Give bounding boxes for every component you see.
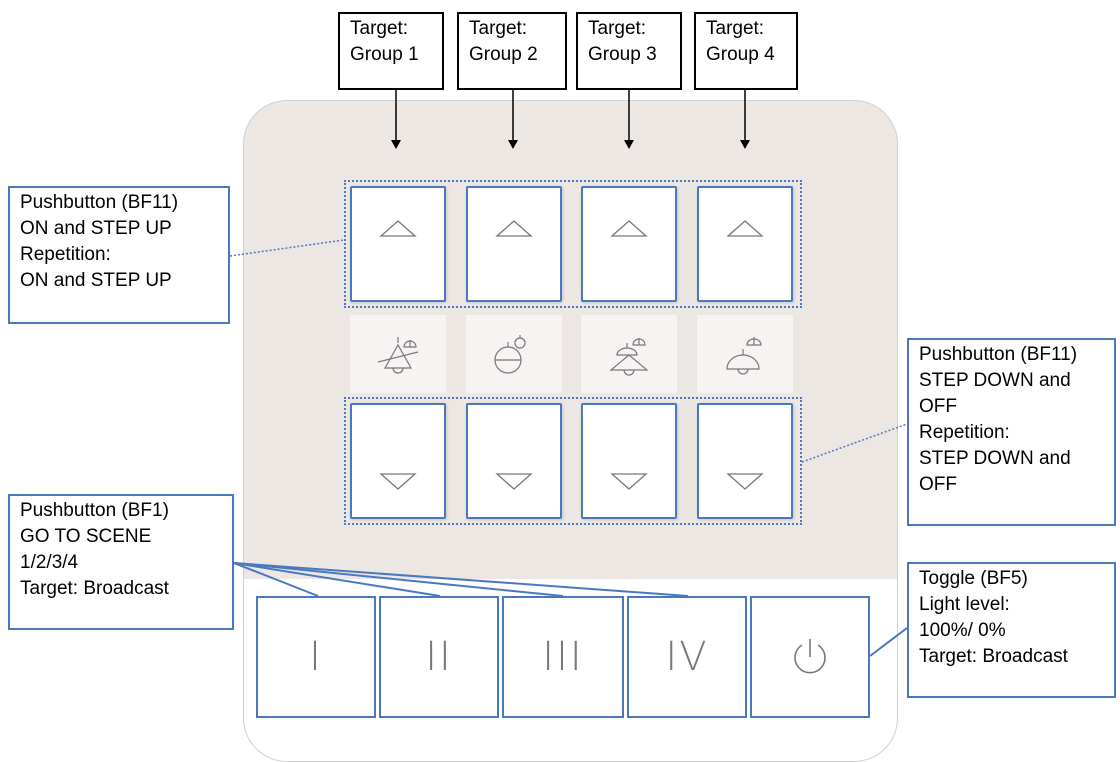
target-arrows <box>391 90 750 149</box>
step-down-button-group-1[interactable] <box>350 403 446 519</box>
leader-step-up <box>229 239 345 257</box>
step-up-callout: Pushbutton (BF11) ON and STEP UP Repetit… <box>8 186 230 324</box>
target-callout-4: Target:Group 4 <box>694 12 798 90</box>
lamp-strip-1 <box>350 315 446 393</box>
scene-button-1[interactable]: I <box>256 596 376 718</box>
power-icon <box>794 639 826 674</box>
triangle-down-icon <box>610 473 648 490</box>
step-up-group-outline <box>344 180 802 308</box>
scene-button-3[interactable]: III <box>502 596 624 718</box>
lamp-strip-2 <box>466 315 562 393</box>
target-arrowhead-4 <box>740 140 750 149</box>
leader-toggle <box>869 627 908 657</box>
dome-lamp-icon <box>726 337 762 375</box>
scene-label-2: II <box>425 634 453 680</box>
callout-leaders <box>229 239 908 657</box>
triangle-down-icon <box>726 473 764 490</box>
triangle-up-icon <box>726 220 764 237</box>
scene-label-3: III <box>542 634 584 680</box>
triangle-down-icon <box>379 473 417 490</box>
lamp-strip-3 <box>581 315 677 393</box>
step-down-button-group-4[interactable] <box>697 403 793 519</box>
toggle-button[interactable] <box>750 596 870 718</box>
step-down-group-outline <box>344 397 802 525</box>
scene-label-1: I <box>309 634 323 680</box>
step-down-button-group-3[interactable] <box>581 403 677 519</box>
target-arrowhead-3 <box>624 140 634 149</box>
target-arrowhead-1 <box>391 140 401 149</box>
target-callout-3: Target:Group 3 <box>576 12 682 90</box>
leader-scene-2 <box>233 562 441 597</box>
step-up-button-group-2[interactable] <box>466 186 562 302</box>
scene-button-4[interactable]: IV <box>627 596 747 718</box>
leader-scene-3 <box>233 562 564 597</box>
step-up-button-group-3[interactable] <box>581 186 677 302</box>
lamp-strip-4 <box>697 315 793 393</box>
target-callout-2: Target:Group 2 <box>457 12 567 90</box>
scene-callout: Pushbutton (BF1) GO TO SCENE 1/2/3/4 Tar… <box>8 494 234 630</box>
triangle-down-icon <box>495 473 533 490</box>
step-up-button-group-4[interactable] <box>697 186 793 302</box>
globe-lamp-icon <box>494 335 526 374</box>
pendant-lamp-icon <box>377 337 419 374</box>
step-down-callout: Pushbutton (BF11) STEP DOWN and OFF Repe… <box>907 338 1116 526</box>
triangle-up-icon <box>495 220 533 237</box>
scene-label-4: IV <box>665 634 709 680</box>
step-up-button-group-1[interactable] <box>350 186 446 302</box>
target-callout-1: Target:Group 1 <box>338 12 444 90</box>
scene-button-2[interactable]: II <box>379 596 499 718</box>
double-pendant-lamp-icon <box>609 338 649 376</box>
toggle-callout: Toggle (BF5) Light level: 100%/ 0% Targe… <box>907 562 1116 698</box>
target-arrowhead-2 <box>508 140 518 149</box>
leader-scene-1 <box>233 562 319 597</box>
triangle-up-icon <box>379 220 417 237</box>
leader-step-down <box>801 423 908 463</box>
triangle-up-icon <box>610 220 648 237</box>
leader-scene-4 <box>233 562 689 597</box>
step-down-button-group-2[interactable] <box>466 403 562 519</box>
